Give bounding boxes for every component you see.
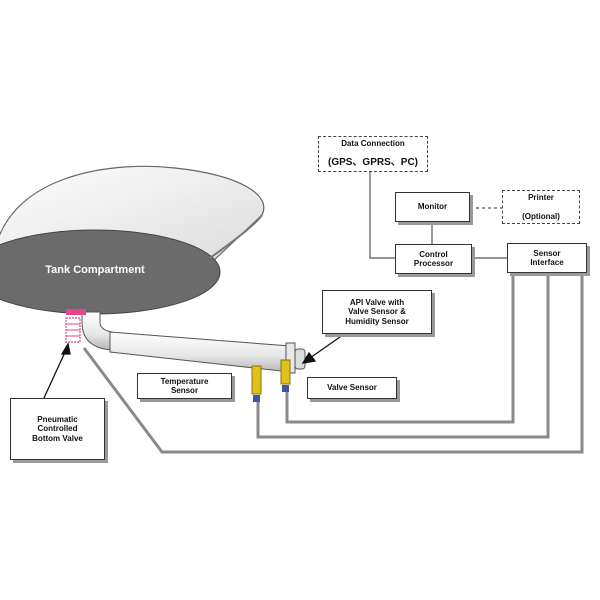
sensor-interface-label: Sensor Interface (530, 248, 564, 267)
bottom-valve-label: Pneumatic Controlled Bottom Valve (32, 415, 83, 443)
arrow-api-valve-head (301, 351, 317, 364)
valve-sensor-probe (280, 359, 291, 392)
valve-probe-tip (282, 385, 289, 392)
data-connection-subtitle: (GPS、GPRS、PC) (327, 157, 418, 169)
temperature-sensor-label: Temperature Sensor (160, 376, 209, 395)
valve-cap (66, 309, 86, 315)
printer-title: Printer (528, 193, 554, 203)
arrow-api-valve-line (309, 329, 351, 359)
bottom-valve-assembly (65, 309, 86, 343)
api-valve-label: API Valve with Valve Sensor & Humidity S… (345, 298, 409, 326)
control-processor-label: Control Processor (413, 249, 454, 268)
temp-probe-body (251, 365, 262, 395)
valve-sensor-label: Valve Sensor (327, 383, 377, 393)
temp-probe-tip (253, 395, 260, 402)
wire-bottom-valve (82, 272, 584, 454)
outlet-pipe (81, 311, 306, 374)
temperature-sensor-probe (251, 365, 262, 402)
arrow-bottom-valve-line (43, 349, 67, 399)
monitor-box: Monitor (395, 192, 470, 222)
tank-compartment (0, 165, 265, 315)
data-connection-box: Data Connection (GPS、GPRS、PC) (318, 136, 428, 172)
wire-temperature-sensor (256, 272, 550, 439)
bottom-valve-box: Pneumatic Controlled Bottom Valve (10, 398, 105, 460)
pipe-horizontal (109, 331, 291, 373)
printer-subtitle: (Optional) (522, 211, 560, 221)
data-wires (369, 172, 507, 259)
sensor-interface-box: Sensor Interface (507, 243, 587, 273)
signal-wires (82, 272, 584, 454)
data-connection-title: Data Connection (341, 139, 405, 149)
wire-valve-sensor (285, 272, 515, 424)
monitor-label: Monitor (417, 202, 448, 212)
tank-rim (209, 214, 263, 259)
temperature-sensor-box: Temperature Sensor (137, 373, 232, 399)
arrow-bottom-valve-head (60, 342, 71, 355)
valve-sensor-box: Valve Sensor (307, 377, 397, 399)
wire-data-to-processor (369, 172, 395, 259)
pointer-arrows (43, 329, 351, 399)
printer-box: Printer (Optional) (502, 190, 580, 224)
pipe-elbow (81, 311, 113, 351)
control-processor-box: Control Processor (395, 244, 472, 274)
valve-probe-body (280, 359, 291, 385)
pipe-end-cap (294, 348, 306, 370)
tank-compartment-label: Tank Compartment (45, 264, 145, 276)
api-valve-box: API Valve with Valve Sensor & Humidity S… (322, 290, 432, 334)
